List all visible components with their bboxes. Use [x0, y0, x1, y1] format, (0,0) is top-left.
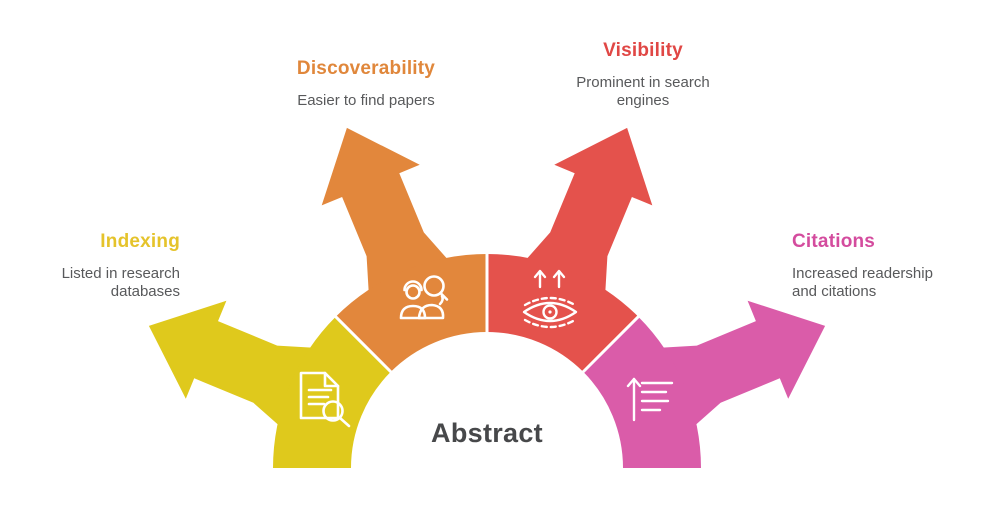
discoverability-description: Easier to find papers	[297, 91, 435, 109]
visibility-segment	[487, 254, 639, 372]
indexing-label-block: Indexing Listed in research databases	[0, 231, 180, 301]
discoverability-segment	[335, 254, 487, 372]
discoverability-label-block: Discoverability Easier to find papers	[254, 58, 478, 110]
rising-list-icon	[626, 377, 674, 422]
segment-dividers	[333, 252, 641, 376]
people-search-icon	[399, 275, 449, 320]
citations-label-block: Citations Increased readership and citat…	[792, 231, 972, 301]
visibility-description: Prominent in search engines	[576, 73, 710, 109]
citations-description: Increased readership and citations	[792, 264, 933, 300]
discoverability-title: Discoverability	[296, 58, 436, 79]
indexing-description: Listed in research databases	[61, 264, 180, 300]
indexing-title: Indexing	[100, 231, 180, 252]
document-search-icon	[299, 371, 351, 428]
visibility-eye-icon	[522, 269, 578, 329]
visibility-label-block: Visibility Prominent in search engines	[533, 40, 753, 110]
citations-title: Citations	[792, 231, 876, 252]
visibility-title: Visibility	[603, 40, 683, 61]
indexing-segment	[273, 316, 391, 468]
center-title: Abstract	[431, 418, 543, 448]
